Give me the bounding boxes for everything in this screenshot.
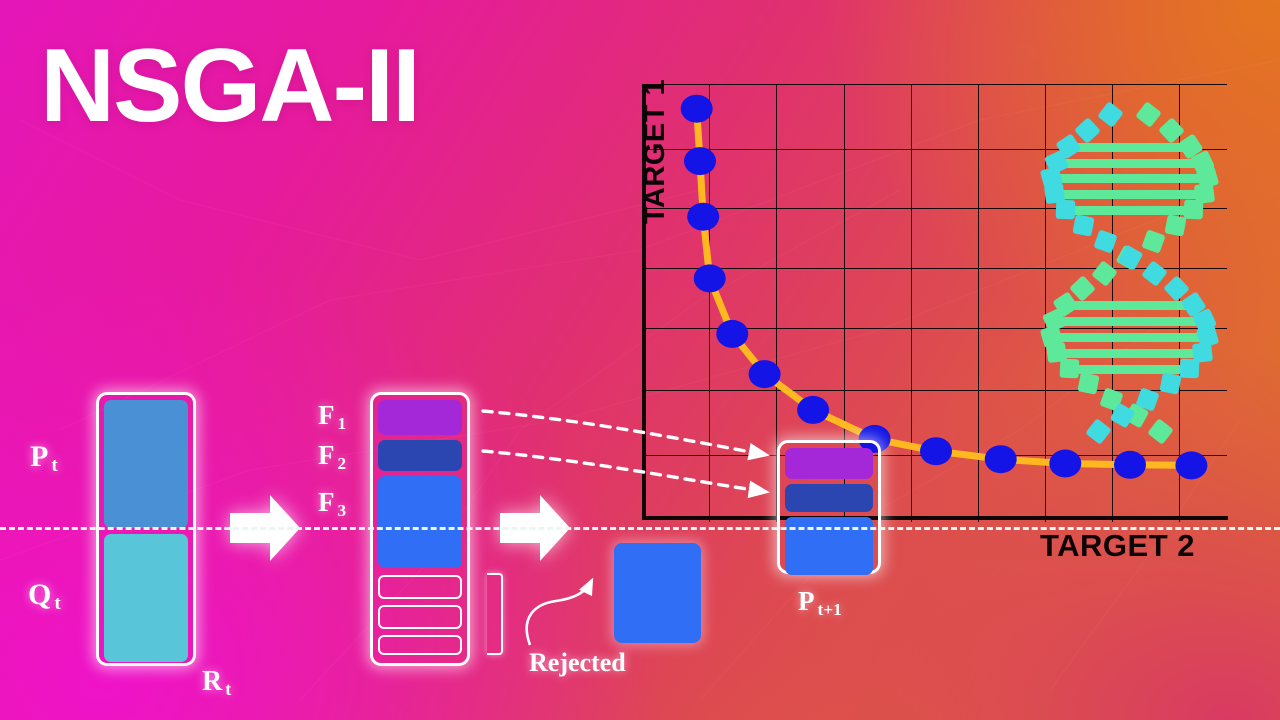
front-3-segment (378, 476, 462, 568)
dna-nucleotide (1141, 229, 1166, 254)
gridline-v (844, 84, 846, 522)
front-2-segment (378, 440, 462, 471)
next-population-box (777, 440, 881, 575)
dna-rung (1067, 364, 1191, 374)
rejected-bracket (487, 573, 503, 655)
dna-rung (1055, 348, 1203, 358)
gridline-h (645, 328, 1227, 330)
pareto-point (858, 424, 891, 453)
dna-rung (1063, 301, 1195, 311)
front-6-empty-segment (378, 635, 462, 655)
dna-rung (1067, 142, 1191, 152)
gridline-v (1045, 84, 1047, 522)
next-front-2-segment (785, 484, 873, 512)
pareto-point (984, 445, 1017, 474)
population-cut-dashed-line (0, 527, 1280, 530)
dna-nucleotide (1093, 229, 1118, 254)
gridline-v (709, 84, 711, 522)
dna-nucleotide (1096, 101, 1124, 128)
dna-nucleotide (1159, 372, 1182, 396)
gridline-v (776, 84, 778, 522)
dna-nucleotide (1183, 199, 1204, 220)
gridline-h (645, 149, 1227, 151)
x-axis-line (642, 516, 1228, 520)
page-title: NSGA-II (40, 28, 421, 144)
next-front-3-segment (785, 517, 873, 575)
pareto-point (748, 360, 781, 389)
rejected-curve-arrow (525, 577, 594, 646)
y-axis-line (642, 84, 646, 518)
dna-nucleotide (1117, 244, 1143, 271)
dna-helix-icon (1020, 101, 1220, 445)
dna-nucleotide (1059, 358, 1080, 378)
front-5-empty-segment (378, 605, 462, 629)
pareto-point (1114, 450, 1146, 479)
gridline-v (911, 84, 913, 522)
gridline-h (645, 390, 1227, 392)
pareto-point (1049, 449, 1082, 478)
offspring-population-segment (104, 534, 188, 662)
dna-rung (1064, 206, 1194, 216)
dna-nucleotide (1141, 259, 1168, 287)
front-4-empty-segment (378, 575, 462, 599)
rejected-label: Rejected (529, 648, 626, 677)
dna-nucleotide (1055, 199, 1076, 220)
dna-nucleotide (1073, 116, 1101, 144)
dna-nucleotide (1076, 372, 1100, 396)
dna-nucleotide (1164, 214, 1188, 237)
gridline-h (645, 268, 1227, 270)
parent-population-segment (104, 400, 188, 528)
pareto-point (693, 264, 726, 293)
dna-rung (1050, 174, 1208, 184)
dna-nucleotide (1090, 259, 1118, 287)
pareto-dots (680, 94, 1208, 480)
dna-nucleotide (1071, 214, 1095, 237)
pareto-point (684, 147, 716, 176)
pareto-point (680, 94, 713, 123)
gridline-h (645, 84, 1227, 86)
rejected-block (614, 543, 701, 643)
dna-nucleotide (1135, 101, 1163, 128)
front-1-segment (378, 400, 462, 435)
pareto-point (920, 437, 952, 466)
dna-rung (1050, 332, 1208, 342)
pareto-point (687, 202, 720, 231)
next-front-1-segment (785, 448, 873, 479)
pareto-point (797, 395, 830, 424)
gridline-v (978, 84, 980, 522)
dna-rung (1053, 190, 1205, 200)
pareto-point (1175, 451, 1208, 480)
dna-nucleotide (1179, 358, 1200, 378)
pareto-series (680, 94, 1208, 480)
pareto-point (716, 319, 749, 348)
dna-rung (1054, 158, 1204, 168)
x-axis-label: TARGET 2 (1040, 528, 1195, 563)
dna-rung (1052, 317, 1206, 327)
pareto-front-chart: TARGET 1 TARGET 2 (639, 60, 1228, 563)
gridline-h (645, 208, 1227, 210)
